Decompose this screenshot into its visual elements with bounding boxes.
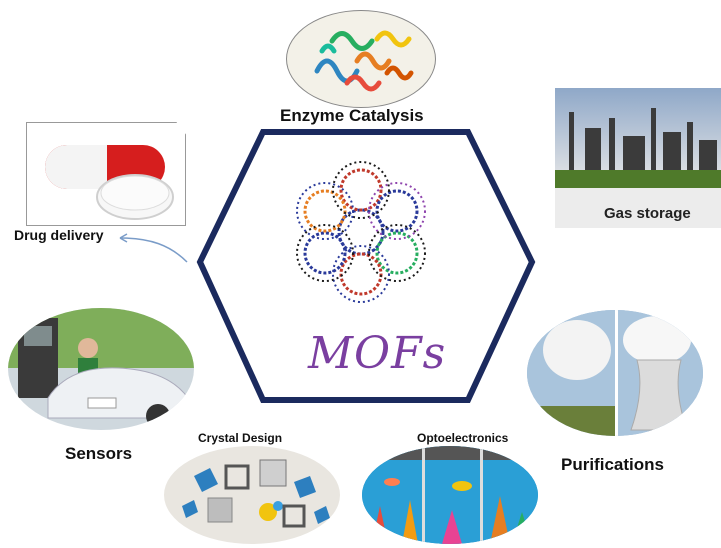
sensors-label: Sensors [65, 444, 133, 463]
aquarium-display-image [362, 446, 538, 544]
protein-structure-image [286, 10, 436, 108]
gas-storage-label: Gas storage [604, 205, 691, 222]
arrow-to-drug [119, 237, 188, 263]
crystal-design-label: Crystal Design [198, 431, 283, 445]
mofs-title: MOFs [308, 328, 447, 379]
drug-delivery-label: Drug delivery [14, 227, 104, 243]
car-fueling-image [8, 308, 194, 430]
purifications-label: Purifications [561, 455, 664, 474]
enzyme-catalysis-label: Enzyme Catalysis [280, 106, 424, 125]
refinery-image [555, 88, 721, 228]
optoelectronics-label: Optoelectronics [417, 431, 509, 445]
crystal-polyhedra-image [164, 446, 340, 544]
pills-image [26, 122, 186, 226]
cooling-tower-image [527, 310, 703, 436]
mof-framework-image [276, 150, 446, 315]
